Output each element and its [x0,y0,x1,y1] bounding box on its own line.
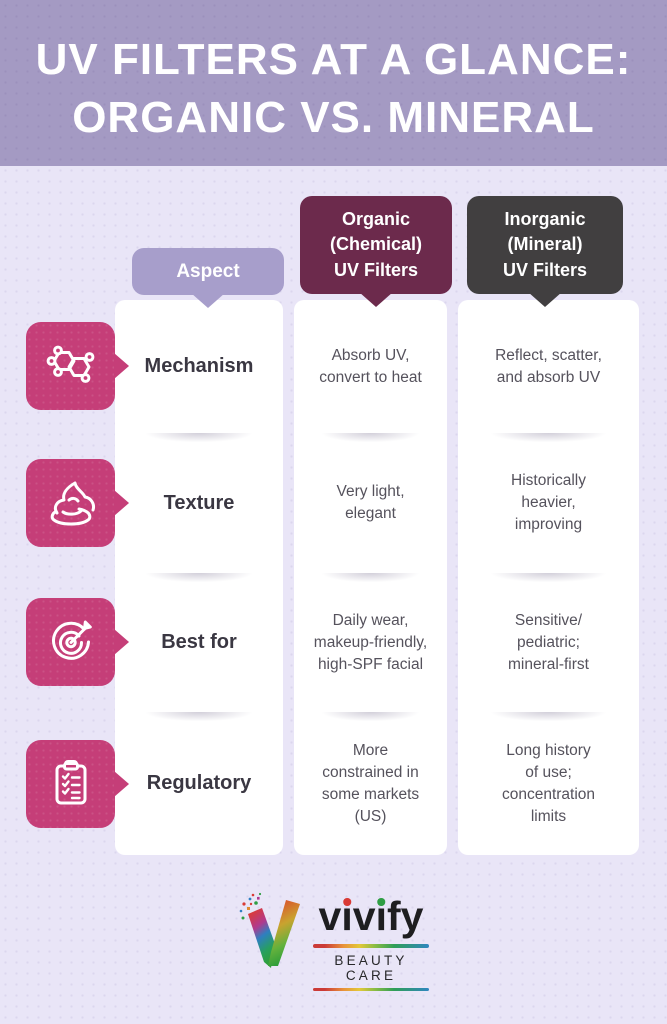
cell-regulatory-organic: More constrained in some markets (US) [321,741,420,825]
table-cell: Historically heavier, improving [458,433,639,573]
brand-letter: v [352,893,376,939]
cell-mechanism-organic: Absorb UV, convert to heat [319,346,422,386]
cell-regulatory-inorganic: Long history of use; concentration limit… [501,741,596,825]
page-title: UV FILTERS AT A GLANCE: ORGANIC VS. MINE… [36,19,632,147]
cell-best-for-organic: Daily wear, makeup-friendly, high-SPF fa… [313,611,428,673]
cell-texture-inorganic: Historically heavier, improving [511,472,586,533]
brand-letter: f [386,893,401,939]
row-icon-chip [26,740,115,828]
brand-letter: y [400,893,424,939]
molecule-icon [43,336,99,397]
row-icon-chip [26,598,115,686]
clipboard-icon [43,754,99,815]
table-cell: Very light, elegant [294,433,447,573]
brand-letter: v [318,893,342,939]
table-cell: Absorb UV, convert to heat [294,300,447,433]
table-cell: More constrained in some markets (US) [294,712,447,855]
target-icon [43,612,99,673]
rainbow-divider-top [313,944,429,948]
row-label-regulatory: Regulatory [146,772,252,794]
table-cell: Reflect, scatter, and absorb UV [458,300,639,433]
table-cell: Long history of use; concentration limit… [458,712,639,855]
brand-tagline: BEAUTY CARE [334,952,408,983]
page-title-line2: ORGANIC VS. MINERAL [72,93,595,142]
table-row-label: Texture [115,433,283,573]
table-cell: Sensitive/ pediatric; mineral-first [458,573,639,712]
cell-texture-organic: Very light, elegant [336,483,405,522]
table-row-label: Best for [115,573,283,712]
cell-best-for-inorganic: Sensitive/ pediatric; mineral-first [508,611,589,673]
header-banner: UV FILTERS AT A GLANCE: ORGANIC VS. MINE… [0,0,667,166]
table-row-label: Regulatory [115,712,283,855]
brand-letter-i-red: i [341,893,353,939]
row-label-texture: Texture [163,491,235,514]
table-row-label: Mechanism [115,300,283,433]
brand-letter-i-green: i [375,893,387,939]
column-header-organic: Organic (Chemical) UV Filters [300,196,452,294]
rainbow-divider-bottom [313,987,429,991]
row-label-mechanism: Mechanism [144,355,254,377]
row-label-best-for: Best for [161,631,237,653]
column-header-aspect: Aspect [132,248,284,295]
row-icon-chip [26,459,115,547]
comparison-table: Mechanism Absorb UV, convert to heat Ref… [115,300,639,855]
page-title-line1: UV FILTERS AT A GLANCE: [35,34,632,84]
vivify-v-icon [238,892,304,977]
cell-mechanism-inorganic: Reflect, scatter, and absorb UV [495,346,602,386]
column-header-inorganic: Inorganic (Mineral) UV Filters [467,196,623,294]
row-icon-chip [26,322,115,410]
cream-icon [43,473,99,534]
table-cell: Daily wear, makeup-friendly, high-SPF fa… [294,573,447,712]
